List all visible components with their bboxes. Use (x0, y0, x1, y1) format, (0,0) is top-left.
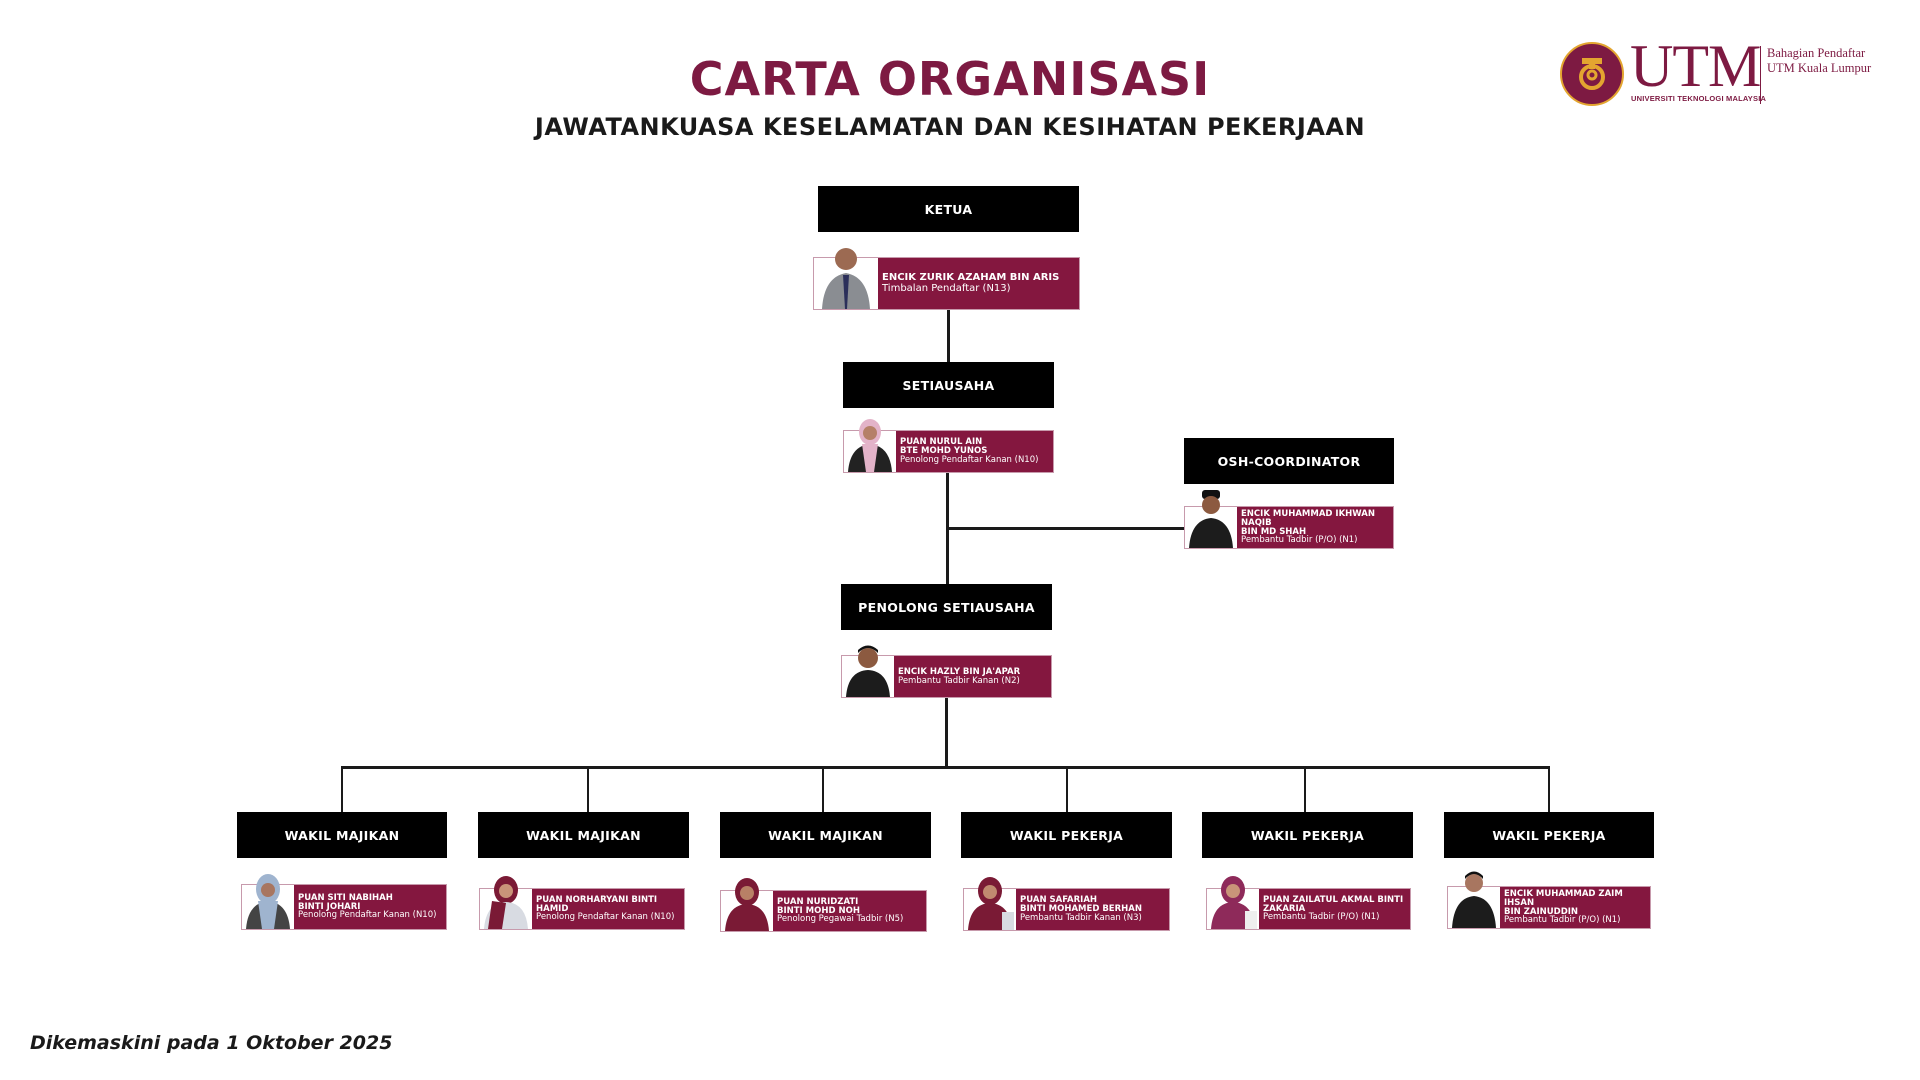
role-box-ketua: KETUA (818, 186, 1079, 232)
role-box-osh-coordinator: OSH-COORDINATOR (1184, 438, 1394, 484)
person-name: PUAN SITI NABIHAH BINTI JOHARI (298, 892, 393, 912)
person-name: PUAN NURUL AIN BTE MOHD YUNOS (900, 437, 988, 457)
person-name: ENCIK ZURIK AZAHAM BIN ARIS (882, 272, 1060, 283)
role-box-setiausaha: SETIAUSAHA (843, 362, 1054, 408)
person-position: Timbalan Pendaftar (N13) (882, 282, 1011, 294)
person-name: ENCIK MUHAMMAD ZAIM IHSAN BIN ZAINUDDIN (1504, 888, 1623, 917)
connector-drop-3 (822, 767, 824, 812)
page-subtitle: JAWATANKUASA KESELAMATAN DAN KESIHATAN P… (534, 113, 1366, 141)
person-name: PUAN ZAILATUL AKMAL BINTI ZAKARIA (1263, 894, 1404, 914)
utm-tagline: UNIVERSITI TEKNOLOGI MALAYSIA (1631, 94, 1767, 103)
utm-wordmark: UTM (1630, 33, 1761, 99)
avatar (842, 645, 894, 697)
person-position: Pembantu Tadbir Kanan (N3) (1020, 912, 1142, 923)
avatar (844, 419, 896, 472)
person-position: Pembantu Tadbir Kanan (N2) (898, 675, 1020, 686)
page-title: CARTA ORGANISASI (689, 52, 1211, 106)
department-line-2: UTM Kuala Lumpur (1767, 61, 1872, 75)
connector-osh (946, 527, 1184, 530)
avatar (1448, 871, 1500, 928)
avatar (1207, 876, 1259, 929)
role-box-member-4: WAKIL PEKERJA (961, 812, 1172, 858)
person-position: Pembantu Tadbir (P/O) (N1) (1504, 915, 1621, 926)
person-name: ENCIK HAZLY BIN JA'APAR (898, 666, 1021, 677)
last-updated-note: Dikemaskini pada 1 Oktober 2025 (30, 1032, 393, 1054)
person-position: Penolong Pendaftar Kanan (N10) (536, 912, 675, 923)
connector-drop-6 (1548, 767, 1550, 812)
person-position: Pembantu Tadbir (P/O) (N1) (1263, 912, 1380, 923)
person-name: PUAN NORHARYANI BINTI HAMID (536, 894, 658, 914)
person-name: ENCIK MUHAMMAD IKHWAN NAQIB BIN MD SHAH (1241, 508, 1375, 537)
connector-members-bar (341, 766, 1550, 769)
connector-ketua-setiausaha (947, 310, 950, 362)
avatar (1185, 490, 1237, 548)
role-box-member-6: WAKIL PEKERJA (1444, 812, 1654, 858)
department-line-1: Bahagian Pendaftar (1767, 46, 1866, 60)
utm-seal-icon (1560, 42, 1624, 106)
connector-drop-2 (587, 767, 589, 812)
person-name: PUAN NURIDZATI BINTI MOHD NOH (777, 896, 860, 916)
person-position: Pembantu Tadbir (P/O) (N1) (1241, 535, 1358, 546)
department-label: Bahagian Pendaftar UTM Kuala Lumpur (1767, 46, 1871, 76)
person-position: Penolong Pendaftar Kanan (N10) (900, 454, 1039, 465)
avatar (480, 876, 532, 929)
role-box-member-2: WAKIL MAJIKAN (478, 812, 689, 858)
connector-penolong-members (945, 698, 948, 768)
avatar (964, 877, 1016, 930)
role-box-penolong-setiausaha: PENOLONG SETIAUSAHA (841, 584, 1052, 630)
person-position: Penolong Pendaftar Kanan (N10) (298, 910, 437, 921)
connector-drop-4 (1066, 767, 1068, 812)
role-box-member-3: WAKIL MAJIKAN (720, 812, 931, 858)
role-box-member-5: WAKIL PEKERJA (1202, 812, 1413, 858)
utm-logo: UTM UNIVERSITI TEKNOLOGI MALAYSIA Bahagi… (1560, 36, 1890, 110)
person-name: PUAN SAFARIAH BINTI MOHAMED BERHAN (1020, 895, 1142, 915)
role-box-member-1: WAKIL MAJIKAN (237, 812, 447, 858)
avatar (721, 878, 773, 931)
avatar (242, 874, 294, 929)
avatar (814, 248, 878, 309)
person-position: Penolong Pegawai Tadbir (N5) (777, 914, 904, 925)
connector-drop-5 (1304, 767, 1306, 812)
person-photo-icon (822, 248, 870, 309)
connector-drop-1 (341, 767, 343, 812)
logo-divider (1760, 46, 1761, 104)
